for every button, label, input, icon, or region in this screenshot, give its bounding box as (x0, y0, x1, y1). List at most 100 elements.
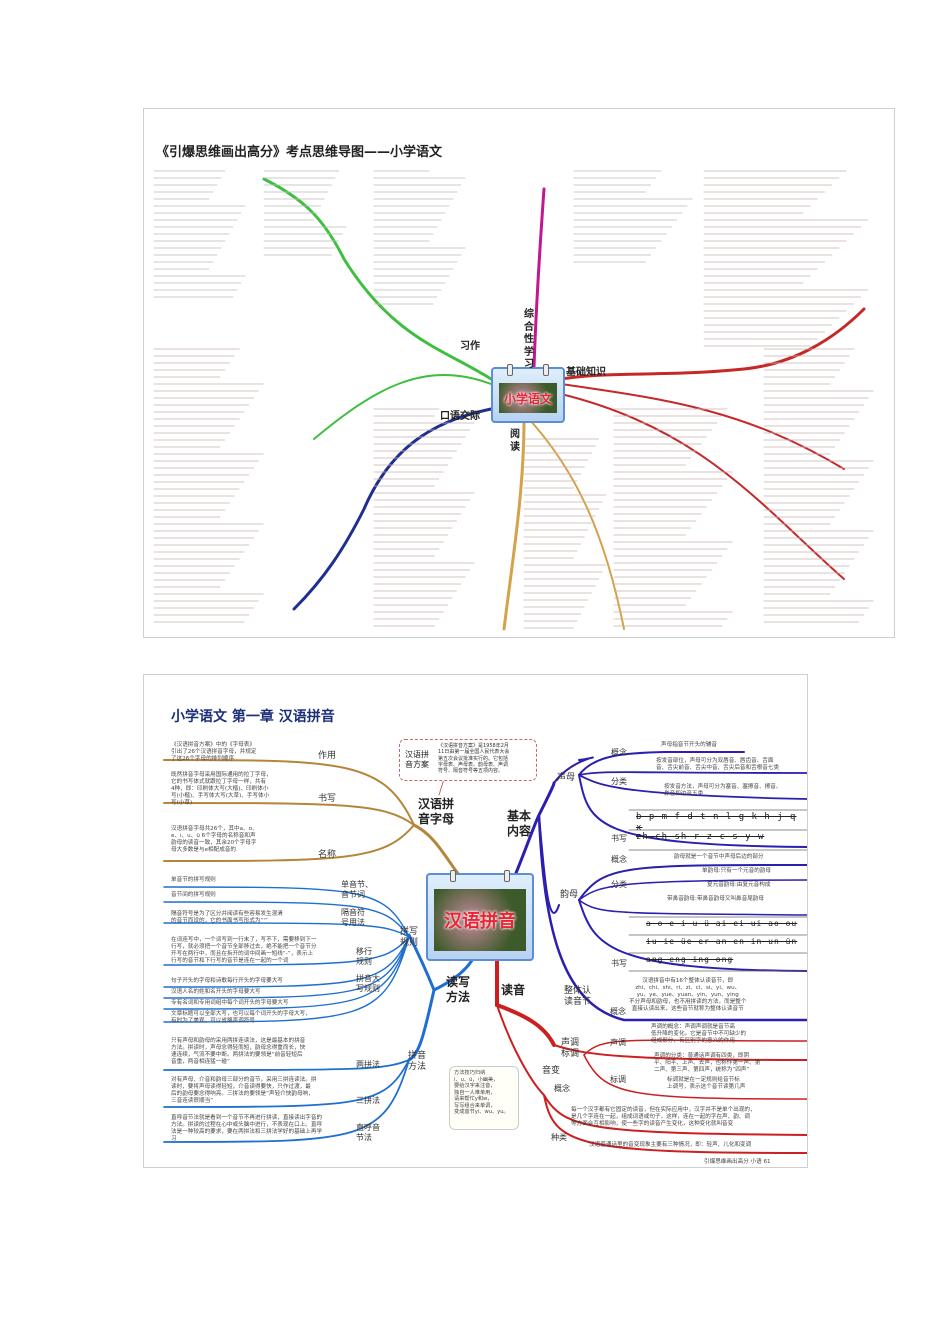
branch-line-initials-write (578, 774, 807, 848)
branch-line-whole-syllable (537, 813, 807, 1022)
finals-concept-text: 韵母就是一个音节中声母后边的部分 (674, 854, 764, 860)
change-kind-label: 种类 (551, 1133, 567, 1142)
finals-write-label: 书写 (611, 959, 627, 968)
initials-write-label: 书写 (611, 834, 627, 843)
tone-marking-label: 声调 标调 (561, 1038, 580, 1060)
branch-line-mark (583, 1054, 807, 1100)
node-pronunciation: 读音 (501, 983, 526, 997)
branch-line-comprehensive (532, 187, 546, 369)
branch-line-finals-class-2 (578, 899, 807, 916)
branch-line-finals-class (578, 879, 807, 901)
branch-basic-knowledge: 基础知识 (566, 367, 606, 378)
branch-line-change-concept (496, 1004, 807, 1136)
node-pinyin-letters: 汉语拼 音字母 (418, 797, 455, 826)
branch-line-writing (262, 177, 493, 381)
page-footer: 引爆思维画出高分 小语 61 (704, 1159, 771, 1165)
method-two-text: 只有声母和韵母的采用两拼连读法，这是最基本的拼音 方法。拼读时，声母念得轻而短，… (171, 1038, 306, 1065)
spell-caps-2: 汉语人名的姓和名开头的字母要大写 (171, 989, 261, 995)
finals-label: 韵母 (560, 890, 579, 900)
branch-line-basic (559, 307, 866, 381)
mind-map-pinyin: 小学语文 第一章 汉语拼音 汉语拼 音字母 《汉语拼音方案》中的《字母表》 引出… (143, 674, 808, 1168)
finals-row-1: a o e i u ü ai ei ui ao ou (646, 919, 798, 928)
spell-caps-1: 句子开头的字母和诗歌每行开头的字母要大写 (171, 978, 283, 984)
branch-line-oral (292, 407, 493, 611)
scheme-callout-label: 汉语拼 音方案 (405, 750, 429, 769)
branch-reading: 阅读 (510, 429, 520, 453)
spell-separator-label: 隔音符 号用法 (341, 908, 365, 927)
tone-concept-text: 声调的概念：声调声调就是音节高 低升降的变化。它是音节中不可缺少的 组成部分，有… (651, 1024, 747, 1044)
branch-line-tone (553, 1044, 807, 1061)
initials-concept-label: 概念 (611, 748, 627, 757)
map1-center-image: 小学语文 (491, 364, 565, 423)
finals-class-2: 复元音韵母:由复元音构成 (707, 882, 771, 888)
scheme-callout-text: 《汉语拼音方案》是1958年2月 11日由第一届全国人民代表大会 第五次会议批准… (438, 743, 510, 774)
spell-line-break-label: 移行 规则 (356, 947, 372, 966)
branch-writing: 习作 (460, 341, 480, 352)
mind-map-pinyin-branches (163, 751, 807, 1154)
branch-line-spell-caps-4 (163, 936, 410, 1023)
branch-line-initials-class-2 (578, 774, 807, 800)
spelling-rules-label: 拼写 规则 (400, 927, 419, 949)
branch-line-spell-caps-3 (163, 936, 410, 1010)
branch-line-change-kind (543, 1094, 807, 1154)
branch-line-method-two (163, 1059, 410, 1071)
change-concept-label: 概念 (554, 1084, 570, 1093)
method-three-text: 对有声母、介音和韵母三部分的音节，采用三拼连读法。拼 读时，要将声母读得轻短，介… (171, 1077, 317, 1104)
whole-concept-label: 概念 (610, 1007, 626, 1016)
branch-line-spell-single (163, 886, 410, 938)
node-basic-content: 基本 内容 (507, 809, 532, 838)
tips-text: 方法技巧归纳 i、u、ü，小幽美， 要给汉字来注音， 独自一人难单用， 请来帮忙… (454, 1070, 509, 1115)
whole-syllable-text: 汉语拼音中有16个整体认读音节，即 zhi、chi、shi、ri、zi、ci、s… (629, 978, 747, 1012)
branch-line-sound (495, 955, 556, 1047)
branch-line-writing-2 (313, 374, 492, 440)
letters-writing-label: 书写 (318, 794, 337, 804)
spell-single-label: 单音节、 音节词 (341, 880, 373, 899)
mind-map-overview-branches (153, 170, 874, 631)
spell-caps-label: 拼音大 写规则 (356, 974, 380, 993)
finals-class-label: 分类 (611, 880, 627, 889)
method-two-label: 两拼法 (356, 1060, 380, 1069)
change-kind-text: 汉语普通话里的音变现象主要有三种情况，即：轻声、儿化和变调 (589, 1142, 752, 1148)
branch-line-methods (407, 988, 436, 1062)
branch-line-spell-caps-2 (163, 936, 410, 999)
initials-label: 声母 (557, 773, 576, 783)
spell-caps-3: 专有名词和专用词组中每个词开头的字母要大写 (171, 1000, 289, 1006)
method-direct-label: 直呼音 节法 (356, 1123, 380, 1142)
branch-line-spell-single-2 (163, 901, 410, 938)
branch-line-tone-2 (583, 1039, 807, 1056)
map1-title: 《引爆思维画出高分》考点思维导图——小学语文 (156, 145, 443, 160)
spell-caps-4: 文章标题可以全部大写，也可以每个词开头的字母大写， 有时为了美观，可以省略声调符… (171, 1011, 311, 1024)
initials-concept-text: 声母指音节开头的辅音 (661, 742, 717, 748)
branch-line-letters-writing (163, 802, 415, 826)
branch-line-letters-name (163, 824, 415, 862)
branch-line-initials-class (578, 771, 807, 776)
letters-name-label: 名称 (318, 850, 337, 860)
branch-line-spell-line-break (163, 936, 410, 966)
letters-function-text: 《汉语拼音方案》中的《字母表》 引出了26个汉语拼音字母，并规定 了这26个字母… (171, 742, 257, 762)
branch-line-method-direct (163, 1059, 410, 1143)
spell-separator-text: 隔音符号是为了区分并阅读有些容易发生混淆 的音节而设的，它的书面书写形式为“'” (171, 911, 283, 924)
pinyin-methods-label: 拼音 方法 (408, 1051, 427, 1073)
spell-single-1: 单音节的拼写规则 (171, 877, 216, 883)
finals-row-2: iu ie üe er an en in un ün (646, 937, 798, 946)
mind-map-overview: 《引爆思维画出高分》考点思维导图——小学语文 小学语文 基础知识 综合性学习 习… (143, 108, 895, 638)
mark-text: 标调就是在一定规则给音节标 上调号，表示这个音节读第几声 (667, 1077, 746, 1090)
whole-syllable-label: 整体认 读音节 (564, 986, 592, 1008)
initials-class-2: 按发音方法，声母可分为塞音、塞擦音、擦音、 鼻音和边音五类 (664, 784, 782, 797)
branch-comprehensive-study: 综合性学习 (524, 309, 534, 370)
branch-line-spell-caps-1 (163, 936, 410, 988)
tips-box: 方法技巧归纳 i、u、ü，小幽美， 要给汉字来注音， 独自一人难单用， 请来帮忙… (449, 1066, 519, 1130)
branch-line-initials-concept (553, 751, 745, 784)
branch-line-finals-write (578, 899, 807, 972)
finals-class-1: 单韵母:只有一个元音的韵母 (702, 868, 772, 874)
map2-title: 小学语文 第一章 汉语拼音 (171, 709, 335, 725)
initials-class-label: 分类 (611, 777, 627, 786)
letters-function-label: 作用 (318, 751, 337, 761)
map2-center-label: 汉语拼音 (444, 911, 516, 932)
branch-oral-communication: 口语交际 (440, 411, 480, 422)
branch-line-letters-function (163, 759, 415, 826)
mark-label: 标调 (610, 1075, 626, 1084)
spell-line-break-text: 在词连写中，一个词写到一行末了，写不下，需要移到下一 行写，就必须把一个音节全部… (171, 937, 317, 964)
callout-pointer (438, 778, 445, 796)
finals-class-3: 带鼻音韵母:带鼻音韵母又叫鼻音尾韵母 (667, 896, 764, 902)
